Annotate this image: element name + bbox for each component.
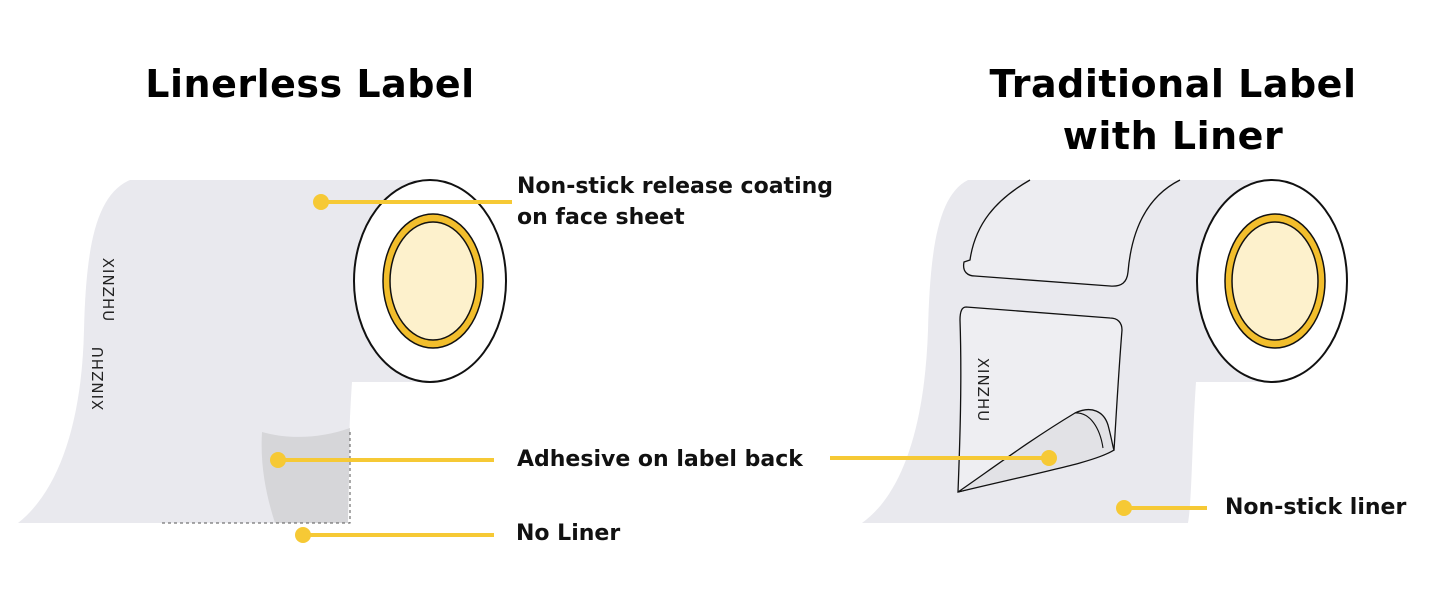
traditional-title-line2: with Liner [1062, 114, 1284, 158]
callout-release-coating-line1: Non-stick release coating [517, 174, 834, 199]
linerless-title-text: Linerless Label [145, 62, 475, 106]
traditional-title: Traditional Label with Liner [958, 58, 1388, 162]
leader-coating [313, 194, 512, 210]
callout-release-coating-line2: on face sheet [517, 205, 685, 230]
linerless-brand-lower: XINZHU [89, 346, 107, 410]
no-liner-outline [160, 432, 351, 524]
traditional-title-line1: Traditional Label [989, 62, 1357, 106]
peeled-flap [957, 409, 1115, 493]
linerless-adhesive-area [261, 428, 350, 523]
linerless-roll: XINZHU XINZHU [18, 179, 507, 524]
linerless-title: Linerless Label [90, 58, 530, 110]
leader-adhesive-right [830, 450, 1057, 466]
callout-release-coating: Non-stick release coating on face sheet [517, 171, 833, 233]
linerless-core [389, 221, 477, 341]
traditional-roll: XINZHU [862, 179, 1348, 523]
linerless-brand-upper: XINZHU [99, 258, 117, 322]
upper-label [962, 179, 1181, 287]
leader-liner [1116, 500, 1207, 516]
traditional-core [1231, 221, 1319, 341]
leader-adhesive-left [270, 452, 494, 468]
traditional-brand: XINZHU [974, 358, 992, 422]
leader-lines [270, 194, 1207, 543]
callout-adhesive: Adhesive on label back [517, 447, 803, 472]
callout-non-stick-liner: Non-stick liner [1225, 495, 1407, 520]
callout-no-liner: No Liner [516, 521, 621, 546]
peeled-flap-curl [1074, 412, 1104, 449]
leader-no-liner [295, 527, 494, 543]
